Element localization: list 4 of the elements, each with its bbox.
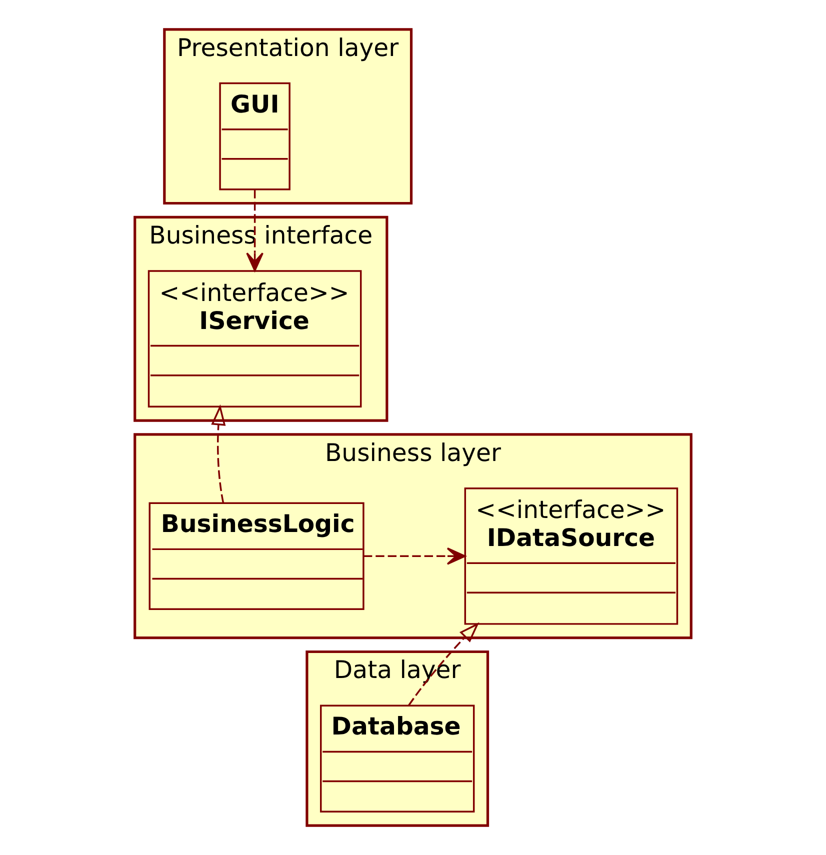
arrow xyxy=(246,190,264,272)
arrow xyxy=(363,547,466,565)
arrow xyxy=(408,622,480,706)
arrow xyxy=(211,404,226,504)
